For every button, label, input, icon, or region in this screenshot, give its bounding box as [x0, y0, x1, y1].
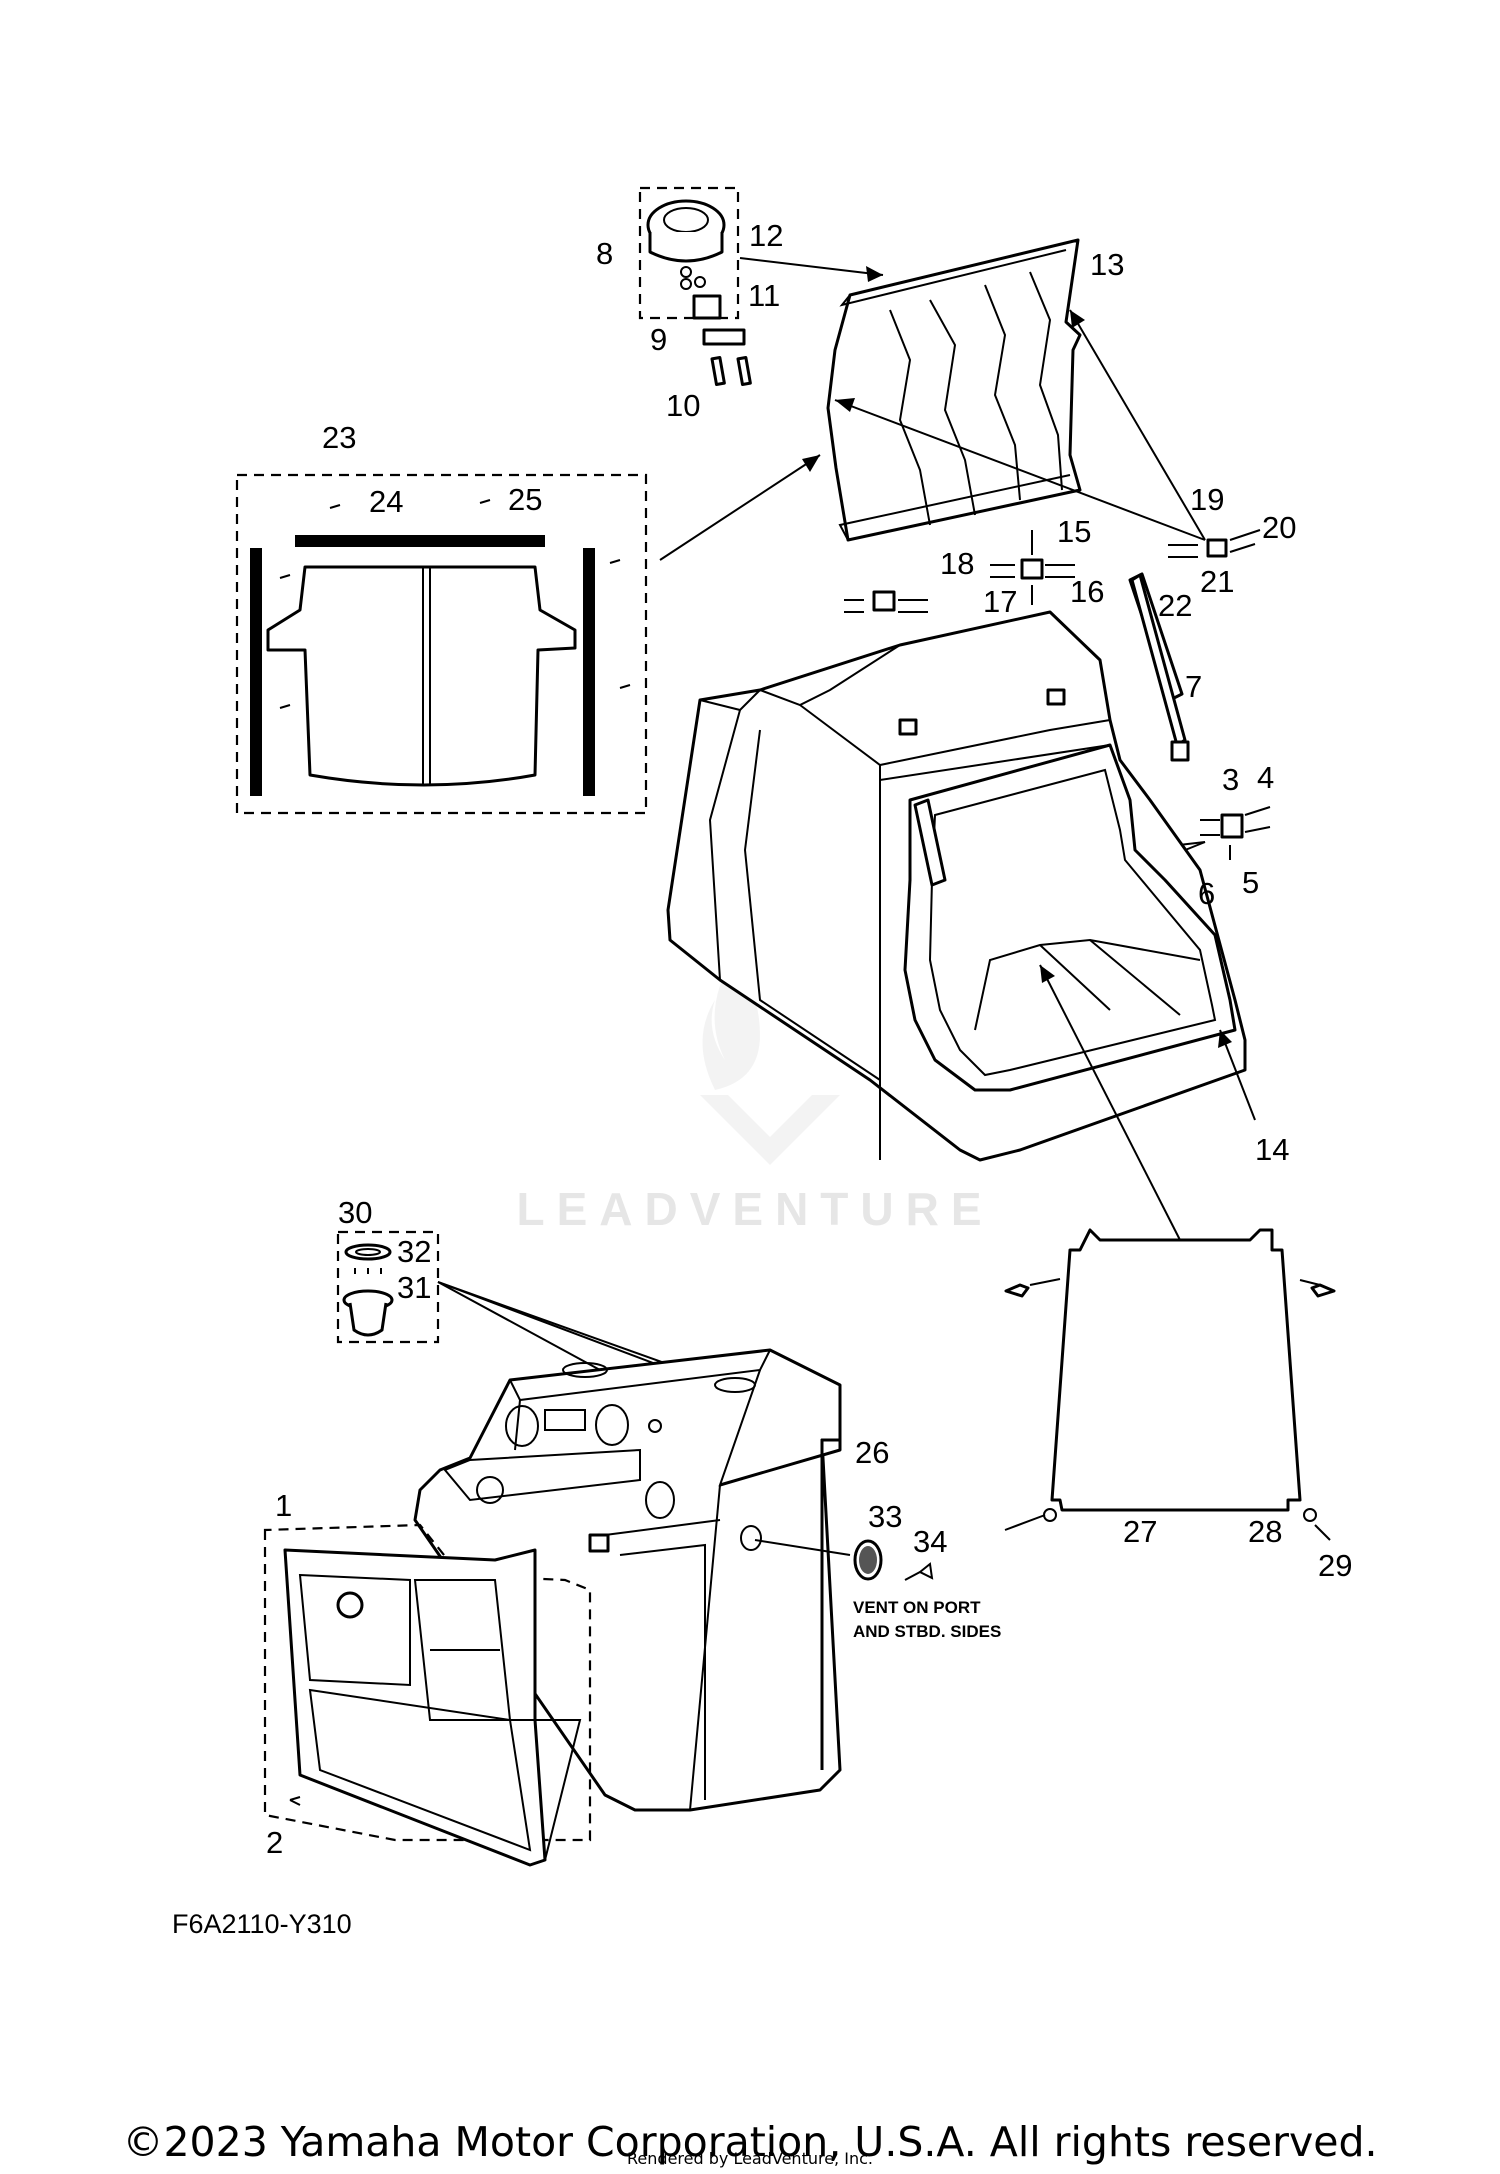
callout-29: 29: [1318, 1548, 1352, 1583]
console-body-14: [666, 610, 1247, 1162]
lid-13: [826, 238, 1082, 542]
lid-lock-assembly: [638, 186, 752, 386]
callout-24: 24: [369, 484, 403, 519]
callout-3: 3: [1222, 762, 1239, 797]
callout-7: 7: [1185, 669, 1202, 704]
callout-13: 13: [1090, 247, 1124, 282]
callout-31: 31: [397, 1270, 431, 1305]
callout-8: 8: [596, 236, 613, 271]
callout-26: 26: [855, 1435, 889, 1470]
callout-18: 18: [940, 546, 974, 581]
callout-27: 27: [1123, 1514, 1157, 1549]
lower-hinge-hardware: [1200, 806, 1271, 860]
copyright-notice: ©2023 Yamaha Motor Corporation, U.S.A. A…: [122, 2118, 1378, 2166]
gas-strut-7: [1130, 573, 1190, 762]
callout-4: 4: [1257, 760, 1274, 795]
callout-33: 33: [868, 1499, 902, 1534]
callout-32: 32: [397, 1234, 431, 1269]
cupholder-assembly-30: [336, 1230, 440, 1344]
callout-2: 2: [266, 1825, 283, 1860]
callout-17: 17: [983, 584, 1017, 619]
floor-mat-27: [1004, 1228, 1336, 1541]
callout-28: 28: [1248, 1514, 1282, 1549]
callout-25: 25: [508, 482, 542, 517]
callout-23: 23: [322, 420, 356, 455]
callout-21: 21: [1200, 564, 1234, 599]
front-console-26: [413, 1348, 842, 1812]
callout-30: 30: [338, 1195, 372, 1230]
vent-note-line2: AND STBD. SIDES: [853, 1622, 1001, 1641]
cushion-assembly-23: [235, 473, 648, 815]
callout-9: 9: [650, 322, 667, 357]
callout-11: 11: [748, 278, 780, 313]
vent-33: [853, 1539, 934, 1581]
watermark-text: LEADVENTURE: [516, 1183, 993, 1235]
glovebox-panel-1: [263, 1523, 592, 1867]
callout-16: 16: [1070, 574, 1104, 609]
callout-12: 12: [749, 218, 783, 253]
callout-19: 19: [1190, 482, 1224, 517]
callout-34: 34: [913, 1524, 947, 1559]
callout-15: 15: [1057, 514, 1091, 549]
rendered-by-note: Rendered by LeadVenture, Inc.: [627, 2149, 873, 2168]
callout-20: 20: [1262, 510, 1296, 545]
callout-22: 22: [1158, 588, 1192, 623]
vent-note-line1: VENT ON PORT: [853, 1598, 981, 1617]
callout-5: 5: [1242, 865, 1259, 900]
callout-6: 6: [1198, 876, 1215, 911]
callout-14: 14: [1255, 1132, 1289, 1167]
callout-10: 10: [666, 388, 700, 423]
callout-1: 1: [275, 1488, 292, 1523]
diagram-code: F6A2110-Y310: [172, 1909, 352, 1939]
